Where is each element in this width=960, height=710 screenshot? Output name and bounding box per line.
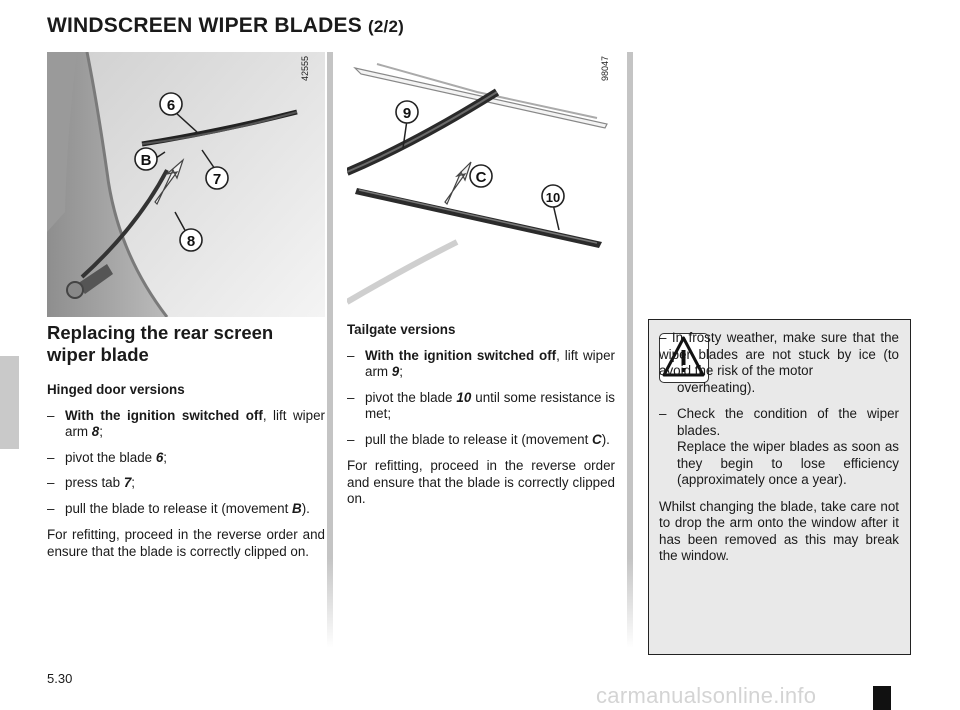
refit-paragraph: For refitting, proceed in the reverse or… — [347, 458, 615, 506]
svg-text:7: 7 — [213, 171, 221, 188]
warning-item-check: – Check the condition of the wiper blade… — [659, 406, 899, 487]
column-divider-left — [327, 52, 333, 648]
corner-mark — [873, 686, 891, 710]
callout-10: 10 — [541, 184, 565, 208]
subheading-tailgate: Tailgate versions — [347, 322, 456, 337]
list-item: – With the ignition switched off, lift w… — [47, 407, 325, 440]
page-title-suffix: (2/2) — [368, 17, 404, 36]
column-divider-right — [627, 52, 633, 648]
watermark: carmanualsonline.info — [596, 683, 817, 708]
svg-text:8: 8 — [187, 233, 195, 250]
list-item: – With the ignition switched off, lift w… — [347, 347, 615, 380]
figure-ref-right: 98047 — [600, 56, 610, 82]
svg-text:6: 6 — [167, 97, 175, 114]
subheading-hinged-door: Hinged door versions — [47, 382, 185, 397]
callout-7: 7 — [205, 166, 229, 190]
list-item: – pivot the blade 6; — [47, 449, 168, 465]
list-item: – pull the blade to release it (move­men… — [347, 431, 610, 447]
svg-text:C: C — [476, 169, 487, 186]
svg-text:10: 10 — [546, 190, 560, 205]
callout-8: 8 — [179, 228, 203, 252]
warning-paragraph: Whilst changing the blade, take care not… — [659, 498, 899, 564]
hinged-door-illustration: 6 B 7 8 — [47, 52, 325, 317]
callout-C: C — [469, 164, 493, 188]
left-column: Replacing the rear screen wiper blade Hi… — [47, 322, 325, 560]
section-title: Replacing the rear screen wiper blade — [47, 322, 274, 365]
warning-item-frost: – In frosty weather, make sure that the … — [659, 330, 899, 378]
warning-item-frost-tail: overheating). — [677, 379, 756, 395]
figure-tailgate: 9 C 10 — [347, 52, 625, 317]
figure-ref-left: 42555 — [300, 56, 310, 82]
callout-B: B — [134, 147, 158, 171]
callout-6: 6 — [159, 92, 183, 116]
refit-paragraph: For refitting, proceed in the reverse or… — [47, 527, 325, 559]
warning-triangle-icon — [659, 333, 709, 383]
middle-column: Tailgate versions – With the ignition sw… — [347, 322, 615, 508]
page-title: WINDSCREEN WIPER BLADES (2/2) — [47, 14, 404, 37]
figure-hinged-door: 6 B 7 8 — [47, 52, 325, 317]
tailgate-illustration: 9 C 10 — [347, 52, 625, 317]
list-item: – press tab 7; — [47, 475, 135, 490]
svg-text:B: B — [141, 152, 152, 169]
warning-box: – In frosty weather, make sure that the … — [648, 319, 911, 655]
callout-9: 9 — [395, 100, 419, 124]
list-item: – pivot the blade 10 until some resist­a… — [347, 389, 616, 422]
chapter-side-tab — [0, 356, 19, 449]
page-number: 5.30 — [47, 671, 73, 686]
list-item: – pull the blade to release it (move­men… — [47, 500, 310, 516]
svg-text:9: 9 — [403, 105, 411, 122]
